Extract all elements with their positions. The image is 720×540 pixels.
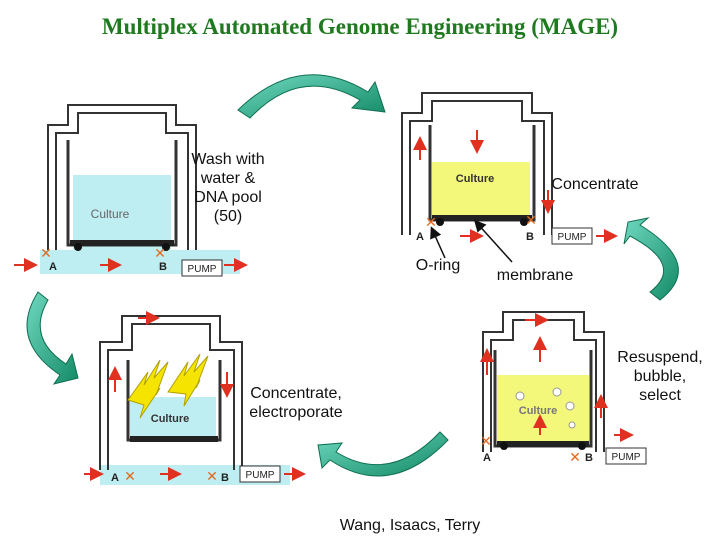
concentrate-label: Concentrate <box>551 176 639 193</box>
culture-label: Culture <box>151 413 190 425</box>
port-b-label: B <box>221 472 229 484</box>
wash-label: Wash with water & DNA pool (50) <box>191 151 265 225</box>
port-a-label: A <box>111 472 119 484</box>
culture-label: Culture <box>91 207 130 221</box>
electroporate-label: Concentrate, electroporate <box>249 385 343 421</box>
svg-text:✕: ✕ <box>154 245 166 261</box>
panel-wash: Culture A B PUMP ✕ ✕ <box>14 104 248 277</box>
svg-text:✕: ✕ <box>40 245 52 261</box>
svg-text:✕: ✕ <box>569 449 581 465</box>
svg-text:✕: ✕ <box>480 433 492 449</box>
cycle-arrow-top <box>237 74 386 119</box>
port-a-label: A <box>483 452 491 464</box>
port-b-label: B <box>159 261 167 273</box>
port-b-label: B <box>585 452 593 464</box>
membrane-label: membrane <box>496 267 574 284</box>
culture-fill <box>497 375 589 445</box>
svg-text:✕: ✕ <box>124 468 136 484</box>
cycle-arrow-left <box>26 291 79 385</box>
panel-electroporate: Culture A B PUMP ✕ ✕ <box>84 311 306 485</box>
panel-concentrate: Culture A B PUMP ✕ ✕ <box>401 92 618 263</box>
credit-label: Wang, Isaacs, Terry <box>339 517 481 534</box>
svg-text:✕: ✕ <box>525 212 537 228</box>
pump-label: PUMP <box>246 470 275 481</box>
oring-label: O-ring <box>415 257 461 274</box>
culture-fill <box>432 162 530 218</box>
culture-label: Culture <box>456 173 495 185</box>
pump-label: PUMP <box>612 452 641 463</box>
spark-icon <box>127 359 169 419</box>
port-b-label: B <box>526 231 534 243</box>
culture-label: Culture <box>519 405 558 417</box>
spark-icon <box>167 353 209 407</box>
pump-label: PUMP <box>558 232 587 243</box>
page-title: Multiplex Automated Genome Engineering (… <box>101 14 619 39</box>
svg-text:✕: ✕ <box>206 468 218 484</box>
port-a-label: A <box>49 261 57 273</box>
resuspend-label: Resuspend, bubble, select <box>617 349 703 404</box>
pump-label: PUMP <box>188 264 217 275</box>
panel-resuspend: Culture A B PUMP ✕ ✕ <box>480 311 647 465</box>
cycle-arrow-right <box>623 217 679 301</box>
port-a-label: A <box>416 231 424 243</box>
svg-text:✕: ✕ <box>425 214 437 230</box>
cycle-arrow-bottom <box>317 431 449 477</box>
